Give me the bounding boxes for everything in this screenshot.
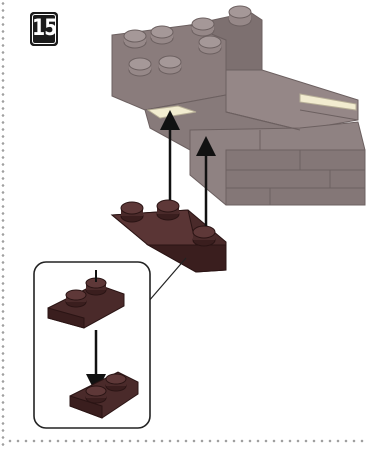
ghost-model-head	[112, 6, 365, 205]
callout-leader	[148, 258, 186, 302]
